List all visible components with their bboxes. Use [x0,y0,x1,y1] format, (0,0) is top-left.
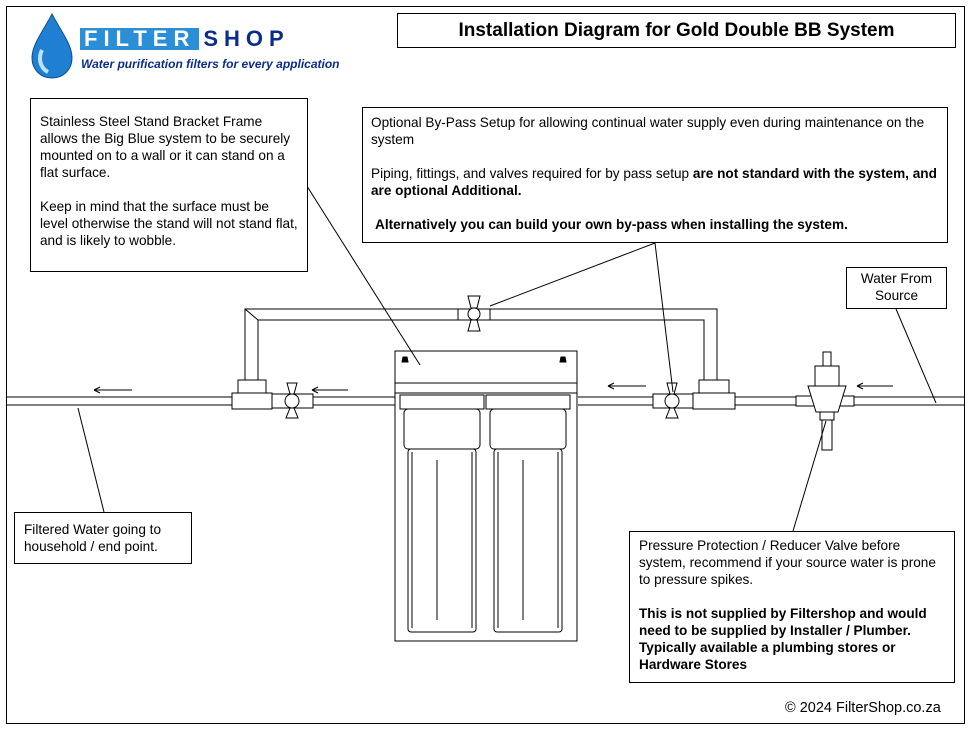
filtered-water-callout: Filtered Water going to household / end … [14,512,192,564]
water-source-callout: Water From Source [846,267,947,309]
double-big-blue-filter-system [394,350,578,642]
page-title: Installation Diagram for Gold Double BB … [397,13,956,48]
stand-note-para1: Stainless Steel Stand Bracket Frame allo… [40,114,291,180]
bypass-note-line1: Optional By-Pass Setup for allowing cont… [371,115,925,147]
left-shutoff-valve [271,382,314,419]
filtered-note-text: Filtered Water going to household / end … [24,522,162,554]
bypass-note-line2-normal: Piping, fittings, and valves required fo… [371,166,693,181]
stand-note-para2: Keep in mind that the surface must be le… [40,199,298,248]
bypass-callout: Optional By-Pass Setup for allowing cont… [362,107,948,243]
source-note-line1: Water From [860,271,933,286]
bypass-note-line2-bold: are not standard with the system, and ar… [371,166,937,198]
logo-word-filter: FILTER [80,28,200,50]
source-note-line2: Source [874,288,919,303]
logo-tagline: Water purification filters for every app… [81,57,340,71]
copyright-notice: © 2024 FilterShop.co.za [785,700,941,716]
left-tee-fitting [231,379,273,410]
pressure-reducer-valve [795,351,855,451]
logo-drop-icon [31,12,73,79]
logo-word-shop: SHOP [203,26,290,51]
pressure-valve-callout: Pressure Protection / Reducer Valve befo… [629,531,955,683]
page-border [6,6,965,724]
flow-arrows [93,382,893,394]
bypass-note-line2: Piping, fittings, and valves required fo… [371,165,939,199]
bypass-note-line3: Alternatively you can build your own by-… [375,217,848,232]
pressure-note-para2: This is not supplied by Filtershop and w… [639,606,927,672]
right-tee-fitting [692,379,736,410]
stand-bracket-callout: Stainless Steel Stand Bracket Frame allo… [30,98,308,272]
bypass-valve [457,295,491,332]
callout-leaders [77,182,937,532]
pressure-note-para1: Pressure Protection / Reducer Valve befo… [639,538,936,587]
